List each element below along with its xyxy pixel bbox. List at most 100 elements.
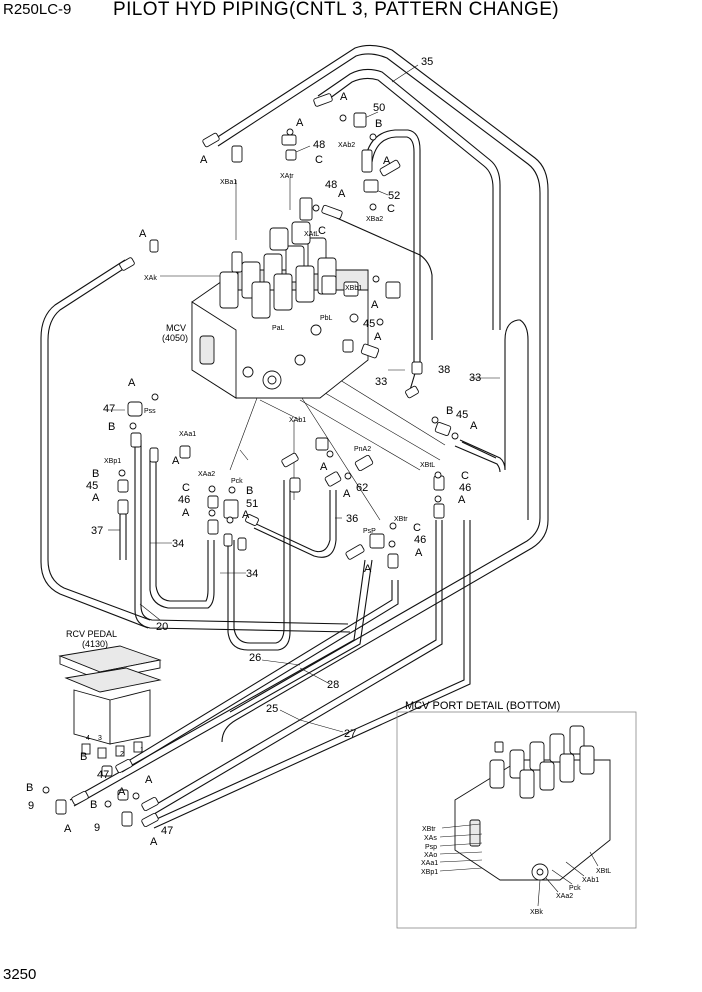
- port-xbtl: XBtL: [420, 462, 435, 469]
- callout-46-lower: 46: [414, 534, 426, 546]
- letter-a: A: [296, 117, 304, 129]
- hose-33-right-b: [454, 445, 501, 473]
- letter-a: A: [470, 420, 478, 432]
- hose-xak-a: [47, 265, 151, 621]
- hose-34-left-a: [134, 440, 351, 633]
- hose-34-center-a: [227, 480, 291, 651]
- rcv-label: RCV PEDAL: [66, 629, 117, 639]
- letter-b: B: [108, 421, 115, 433]
- port-psp: PsP: [363, 528, 376, 535]
- callout-38: 38: [438, 364, 450, 376]
- port-xba1: XBa1: [220, 179, 237, 186]
- port-xbb1: XBb1: [345, 285, 362, 292]
- callout-48-top: 48: [313, 139, 325, 151]
- letter-a: A: [139, 228, 147, 240]
- callout-45-left: 45: [86, 480, 98, 492]
- rcv-pedal: 4 3 2 1: [42, 645, 162, 828]
- hose-loop-52-b: [371, 136, 415, 370]
- letter-c: C: [315, 154, 323, 166]
- callout-36: 36: [346, 513, 358, 525]
- letter-a: A: [343, 488, 351, 500]
- hose-loop-52-a: [364, 129, 421, 370]
- hose-45-right: [461, 441, 497, 459]
- detail-port-xas: XAs: [424, 835, 437, 842]
- svg-text:2: 2: [120, 751, 124, 758]
- callout-9-b: 9: [94, 822, 100, 834]
- diagram-title: PILOT HYD PIPING(CNTL 3, PATTERN CHANGE): [113, 0, 560, 20]
- detail-title: MCV PORT DETAIL (BOTTOM): [405, 700, 560, 712]
- port-xbtr: XBtr: [394, 516, 408, 523]
- letter-c: C: [182, 482, 190, 494]
- port-xab2: XAb2: [338, 142, 355, 149]
- detail-port-xab1: XAb1: [582, 877, 599, 884]
- letter-b: B: [92, 468, 99, 480]
- hose-33-right-a: [459, 319, 529, 520]
- port-pna2: PnA2: [354, 446, 371, 453]
- page-number: 3250: [3, 966, 37, 983]
- port-xbp1: XBp1: [104, 458, 121, 465]
- callout-46-right: 46: [459, 482, 471, 494]
- letter-a: A: [364, 563, 372, 575]
- callout-46-left: 46: [178, 494, 190, 506]
- detail-port-xbp1: XBp1: [421, 869, 438, 876]
- port-xba2: XBa2: [366, 216, 383, 223]
- callout-33-right: 33: [469, 372, 481, 384]
- hose-20-a: [149, 450, 215, 609]
- svg-text:1: 1: [140, 747, 144, 754]
- callout-37: 37: [91, 525, 103, 537]
- hose-26-b: [121, 580, 399, 773]
- detail-frame: [396, 711, 637, 929]
- port-labels: XBa1 XAk XAtr XAb2 XBa2 XAtL XBb1 PaL Pb…: [104, 142, 435, 535]
- callout-28: 28: [327, 679, 339, 691]
- letter-b: B: [80, 751, 87, 763]
- letter-a: A: [64, 823, 72, 835]
- detail-port-psp: Psp: [425, 844, 437, 851]
- callout-27: 27: [344, 728, 356, 740]
- port-xaa2: XAa2: [198, 471, 215, 478]
- letter-a: A: [374, 331, 382, 343]
- callout-25: 25: [266, 703, 278, 715]
- port-xab1: XAb1: [289, 417, 306, 424]
- letter-a: A: [338, 188, 346, 200]
- callout-47-rcv-a: 47: [97, 769, 109, 781]
- port-xatr: XAtr: [280, 173, 294, 180]
- hose-33-upper-b: [321, 77, 494, 330]
- port-pck: Pck: [231, 478, 243, 485]
- mcv-code-label: (4050): [162, 333, 188, 343]
- detail-port-xaa1: XAa1: [421, 860, 438, 867]
- part-number-callouts: 35 50 48 48 52 45 45 45 33 33 38 47 47 4…: [28, 56, 481, 837]
- callout-62: 62: [356, 482, 368, 494]
- letter-c: C: [461, 470, 469, 482]
- port-xaa1: XAa1: [179, 431, 196, 438]
- port-pal: PaL: [272, 325, 285, 332]
- detail-port-xbtl: XBtL: [596, 868, 611, 875]
- hose-28: [69, 559, 366, 801]
- letter-a: A: [242, 509, 250, 521]
- callout-50: 50: [373, 102, 385, 114]
- hose-33-upper-a: [317, 68, 501, 330]
- hose-35-outer: [212, 44, 549, 743]
- callout-20: 20: [156, 621, 168, 633]
- port-pss: Pss: [144, 408, 156, 415]
- model-code: R250LC-9: [3, 1, 72, 18]
- letter-b: B: [446, 405, 453, 417]
- letter-a: A: [172, 455, 180, 467]
- letter-a: A: [340, 91, 348, 103]
- mcv-port-detail: MCV PORT DETAIL (BOTTOM) XBtr XAs Psp: [396, 700, 637, 929]
- hose-26: [119, 580, 393, 767]
- detail-port-pck: Pck: [569, 885, 581, 892]
- callout-51: 51: [246, 498, 258, 510]
- hose-36-b: [253, 490, 337, 558]
- mcv-label: MCV: [166, 323, 186, 333]
- svg-text:4: 4: [86, 735, 90, 742]
- letter-c: C: [387, 203, 395, 215]
- callout-45-right: 45: [456, 409, 468, 421]
- hose-27-b: [153, 520, 471, 829]
- hose-27: [149, 520, 465, 823]
- letter-a: A: [415, 547, 423, 559]
- hose-xak-b: [40, 259, 149, 629]
- detail-port-xbk: XBk: [530, 909, 543, 916]
- hose-34-center-b: [233, 480, 285, 644]
- callout-9-a: 9: [28, 800, 34, 812]
